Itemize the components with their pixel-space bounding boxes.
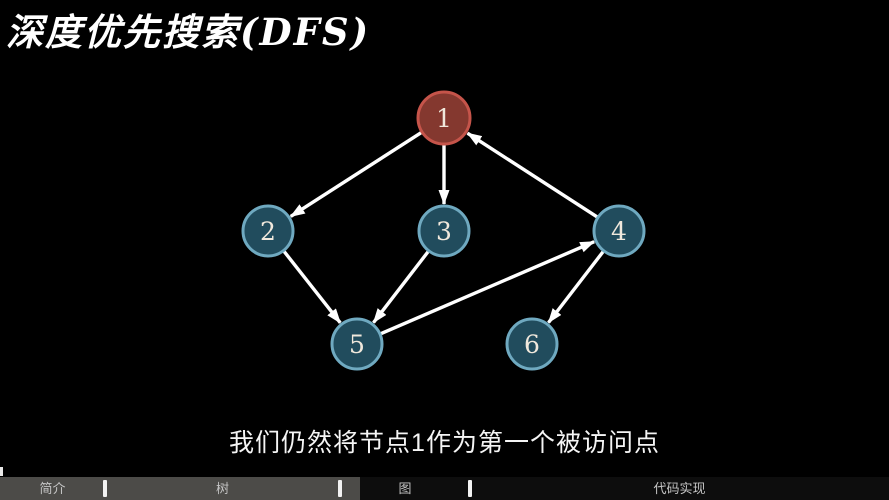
- chapter-divider-2: [338, 480, 342, 497]
- chapter-label-2[interactable]: 树: [215, 481, 230, 496]
- graph-node-3: 3: [417, 204, 471, 258]
- chapter-divider-1: [103, 480, 107, 497]
- edge-1-to-2: [289, 131, 423, 218]
- video-chapter-bar: 简介 树 图 代码实现: [0, 477, 889, 500]
- node-circle-3: [417, 204, 471, 258]
- graph-node-5: 5: [330, 317, 384, 371]
- graph-node-4: 4: [592, 204, 646, 258]
- edge-2-to-5: [282, 250, 342, 324]
- narration-caption: 我们仍然将节点1作为第一个被访问点: [229, 429, 660, 457]
- edge-3-to-5: [372, 250, 430, 324]
- chapter-label-3[interactable]: 图: [398, 481, 412, 496]
- node-label-4: 4: [611, 217, 627, 246]
- left-edge-tick: [0, 467, 3, 476]
- chapter-label-1[interactable]: 简介: [39, 481, 66, 496]
- node-circle-5: [330, 317, 384, 371]
- playback-progress-fill: [0, 477, 360, 500]
- slide-title: 深度优先搜索(DFS): [6, 10, 371, 54]
- node-label-1: 1: [436, 104, 452, 133]
- chapter-divider-3: [468, 480, 472, 497]
- node-label-5: 5: [349, 330, 365, 359]
- node-label-2: 2: [260, 217, 276, 246]
- edge-4-to-1: [466, 131, 599, 219]
- graph-node-6: 6: [505, 317, 559, 371]
- chapter-label-4[interactable]: 代码实现: [653, 481, 706, 496]
- graph-node-1: 1: [416, 90, 472, 146]
- edge-5-to-4: [380, 240, 596, 336]
- node-label-6: 6: [524, 330, 540, 359]
- edge-4-to-6: [547, 250, 605, 324]
- node-label-3: 3: [436, 217, 452, 246]
- graph-node-2: 2: [241, 204, 295, 258]
- node-circle-1: [416, 90, 472, 146]
- node-circle-2: [241, 204, 295, 258]
- node-circle-4: [592, 204, 646, 258]
- node-circle-6: [505, 317, 559, 371]
